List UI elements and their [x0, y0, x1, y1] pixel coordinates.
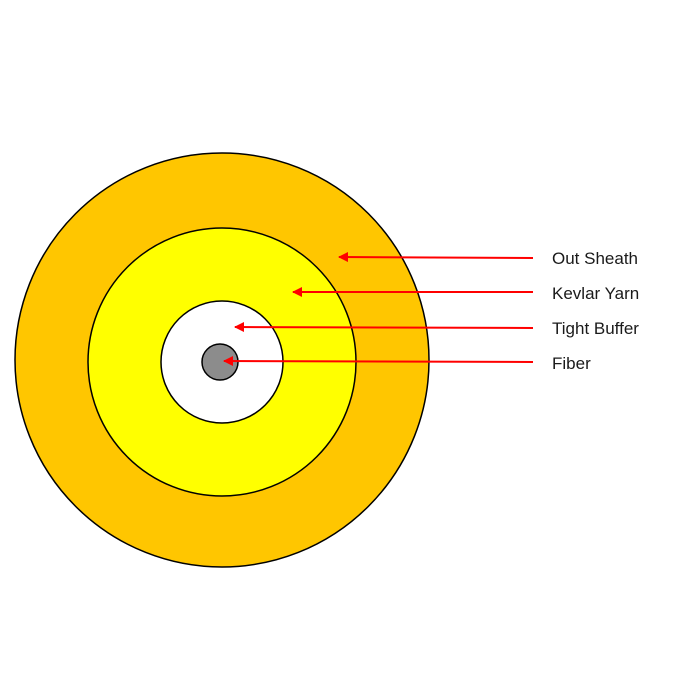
fiber-arrow — [223, 356, 534, 367]
fiber-label: Fiber — [552, 354, 591, 373]
tight-buffer-label: Tight Buffer — [552, 319, 639, 338]
out-sheath-label: Out Sheath — [552, 249, 638, 268]
kevlar-yarn-label: Kevlar Yarn — [552, 284, 639, 303]
tight-buffer-arrow — [234, 322, 534, 333]
out-sheath-arrow — [338, 252, 534, 263]
